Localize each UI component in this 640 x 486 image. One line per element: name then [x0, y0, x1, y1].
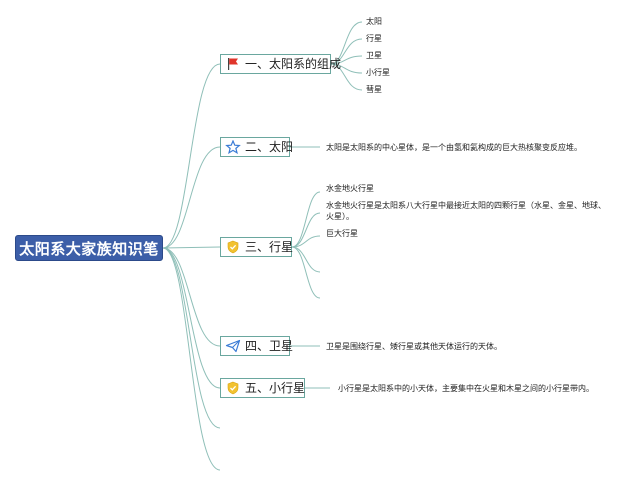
- star-outline-icon: [225, 140, 241, 154]
- topic-label: 三、行星: [245, 240, 294, 254]
- t3-child-inner-planets[interactable]: 水金地火行星: [326, 184, 374, 193]
- topic-node-t3[interactable]: 三、行星: [220, 237, 294, 257]
- shield-badge-icon: [227, 240, 239, 254]
- topic-label: 四、卫星: [245, 339, 294, 353]
- t1-child-line: [330, 38, 363, 65]
- t1-child-asteroid[interactable]: 小行星: [366, 68, 390, 77]
- t3-child-line: [291, 235, 321, 248]
- note-line: 水金地火行星是太阳系八大行星中最接近太阳的四颗行星（水星、金星、地球、: [326, 201, 606, 210]
- topic-node-t4[interactable]: 四、卫星: [220, 336, 294, 356]
- t1-child-satellite[interactable]: 卫星: [366, 51, 382, 60]
- branch-line-t2: [162, 146, 221, 249]
- paper-plane-icon: [225, 339, 241, 353]
- t4-note[interactable]: 卫星是围绕行星、矮行星或其他天体运行的天体。: [326, 342, 502, 351]
- t2-note[interactable]: 太阳是太阳系的中心星体，是一个由氢和氦构成的巨大热核聚变反应堆。: [326, 143, 582, 152]
- t1-child-line: [330, 63, 363, 91]
- branch-line-empty-2: [162, 247, 221, 471]
- branch-line-t4: [162, 247, 221, 347]
- t3-child-line: [291, 191, 321, 248]
- root-node-label: 太阳系大家族知识笔记: [19, 240, 159, 284]
- t3-child-line: [291, 246, 321, 299]
- t3-child-inner-planets-note[interactable]: 水金地火行星是太阳系八大行星中最接近太阳的四颗行星（水星、金星、地球、 火星）。: [326, 200, 616, 222]
- note-line: 火星）。: [326, 212, 354, 221]
- branch-line-t5: [162, 247, 221, 389]
- topic-node-t5[interactable]: 五、小行星: [220, 378, 305, 398]
- shield-badge-icon: [227, 381, 239, 395]
- topic-label: 五、小行星: [245, 381, 306, 395]
- red-flag-icon: [228, 58, 238, 70]
- t1-child-sun[interactable]: 太阳: [366, 17, 382, 26]
- topic-node-t1[interactable]: 一、太阳系的组成: [220, 54, 341, 74]
- topic-label: 一、太阳系的组成: [245, 57, 342, 71]
- topic-label: 二、太阳: [245, 140, 294, 154]
- t3-child-giant-planets[interactable]: 巨大行星: [326, 229, 358, 238]
- root-node[interactable]: 太阳系大家族知识笔记: [15, 235, 163, 284]
- branch-line-t3: [162, 246, 221, 249]
- branch-line-t1: [162, 63, 221, 249]
- branch-line-empty-1: [162, 247, 221, 429]
- topic-node-t2[interactable]: 二、太阳: [220, 137, 294, 157]
- t5-note[interactable]: 小行星是太阳系中的小天体，主要集中在火星和木星之间的小行星带内。: [338, 384, 594, 393]
- t3-child-line: [291, 246, 321, 273]
- t3-child-line: [291, 212, 321, 248]
- t1-child-planet[interactable]: 行星: [366, 34, 382, 43]
- t1-child-comet[interactable]: 彗星: [366, 85, 382, 94]
- t1-child-line: [330, 21, 363, 65]
